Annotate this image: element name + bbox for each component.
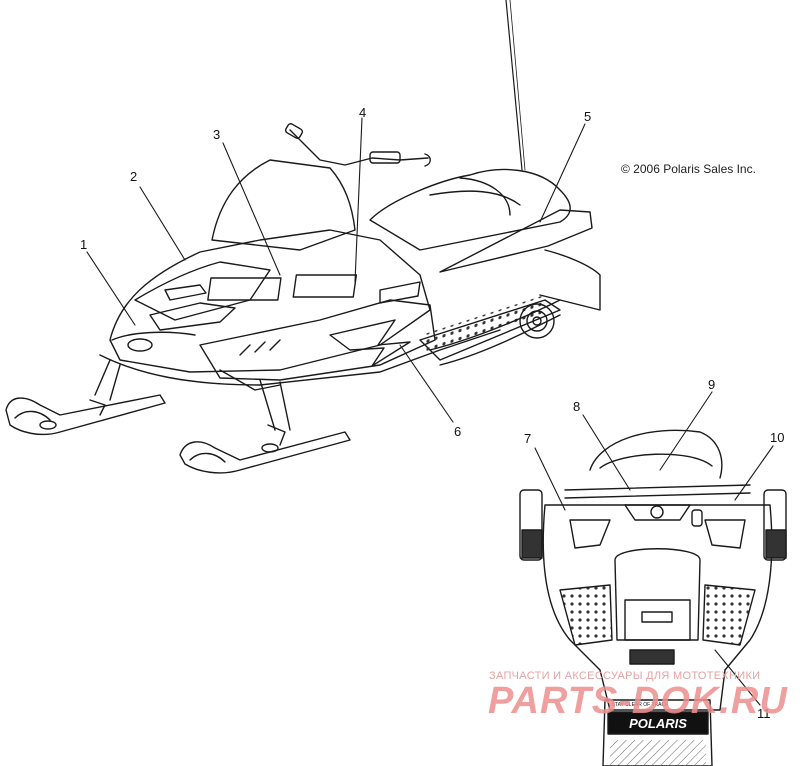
rear-plate-logo: POLARIS	[629, 716, 687, 731]
callout-leaders-main	[86, 117, 586, 423]
callout-2: 2	[130, 169, 138, 184]
callout-11: 11	[757, 706, 771, 721]
snowmobile-side-view	[5, 0, 601, 474]
callout-6: 6	[454, 424, 462, 439]
callout-4: 4	[359, 105, 367, 120]
snowmobile-rear-view	[519, 429, 787, 766]
watermark-logo: PARTS-DOK.RU	[488, 680, 788, 722]
callout-1: 1	[80, 237, 88, 252]
callout-8: 8	[573, 399, 581, 414]
watermark-subtitle: ЗАПЧАСТИ И АКСЕССУАРЫ ДЛЯ МОТОТЕХНИКИ	[489, 670, 761, 682]
callout-5: 5	[584, 109, 592, 124]
callout-9: 9	[708, 377, 716, 392]
callout-3: 3	[213, 127, 221, 142]
callout-7: 7	[524, 431, 532, 446]
rear-warning-decal: STAY CLEAR OF TRACK	[612, 702, 670, 708]
copyright-notice: © 2006 Polaris Sales Inc.	[621, 162, 756, 176]
callout-leaders-rear	[534, 391, 774, 706]
callout-10: 10	[770, 430, 785, 445]
